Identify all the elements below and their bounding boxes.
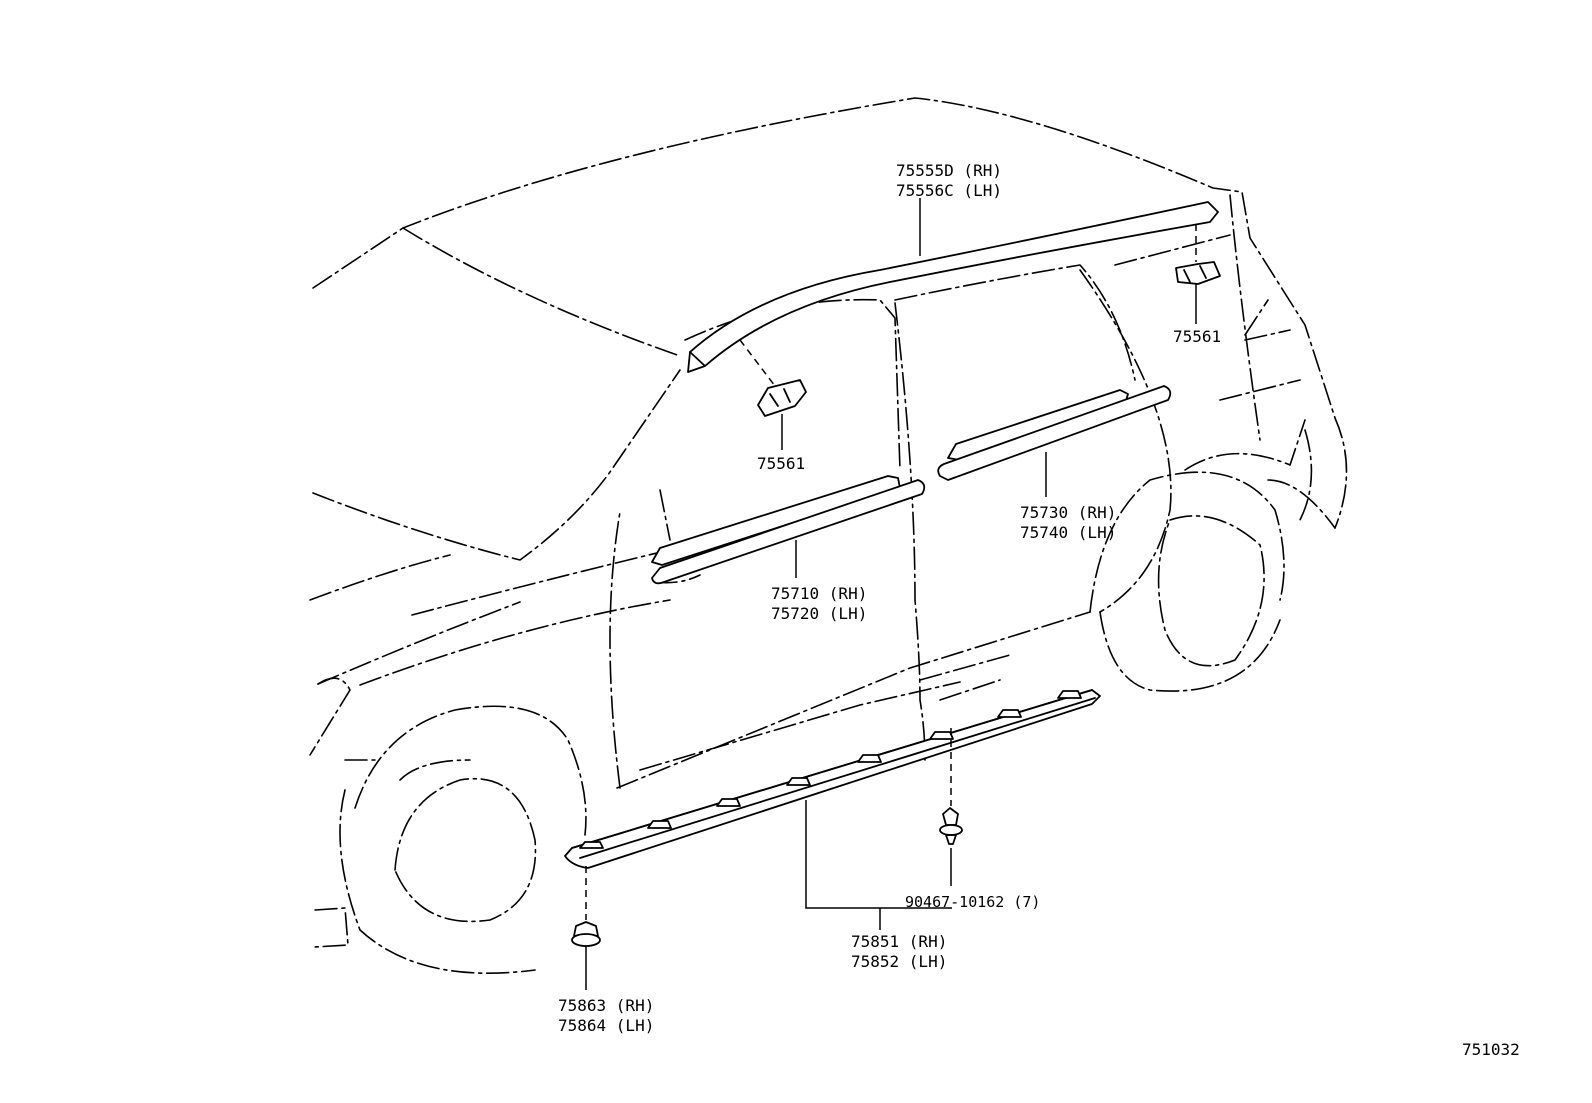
label-end-cap-rh: 75863 (RH): [558, 996, 655, 1015]
rocker-panel-molding: [564, 689, 1101, 869]
retainer-clip-rear: [1175, 261, 1221, 285]
leader-lines: [585, 198, 1197, 990]
illustration-number: 751032: [1462, 1040, 1520, 1059]
label-roof-molding-lh: 75556C (LH): [896, 181, 1002, 200]
label-rocker-molding-rh: 75851 (RH): [851, 932, 948, 951]
label-rocker-molding-lh: 75852 (LH): [851, 952, 948, 971]
label-clip-fastener: 90467-10162 (7): [905, 893, 1041, 911]
front-door-belt-molding: [651, 475, 926, 585]
roof-drip-molding: [687, 201, 1219, 373]
label-clip-rear: 75561: [1173, 327, 1222, 346]
label-clip-front: 75561: [757, 454, 806, 473]
rocker-end-cap: [571, 921, 601, 947]
label-rear-door-molding-lh: 75740 (LH): [1020, 523, 1117, 542]
rear-door-belt-molding: [937, 385, 1172, 481]
vehicle-outline: [309, 97, 1348, 975]
clip-fastener: [939, 807, 963, 845]
label-end-cap-lh: 75864 (LH): [558, 1016, 655, 1035]
retainer-clip-front: [757, 379, 807, 417]
label-rear-door-molding-rh: 75730 (RH): [1020, 503, 1117, 522]
label-front-door-molding-rh: 75710 (RH): [771, 584, 868, 603]
label-roof-molding-rh: 75555D (RH): [896, 161, 1002, 180]
label-front-door-molding-lh: 75720 (LH): [771, 604, 868, 623]
